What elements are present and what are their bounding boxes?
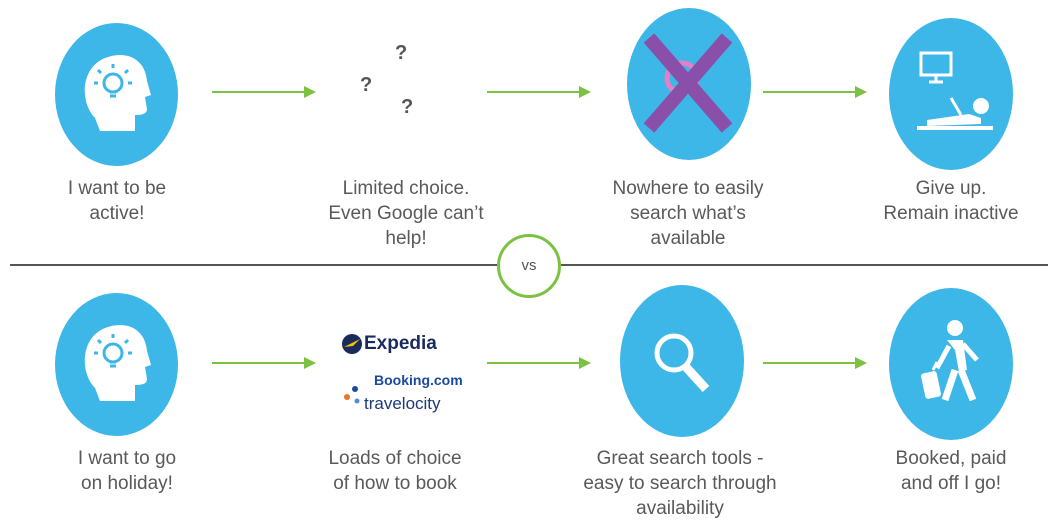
- top-arrow-1: [212, 86, 316, 98]
- bottom-arrow-2: [487, 357, 591, 369]
- top-step3-caption: Nowhere to easily search what’s availabl…: [612, 178, 764, 249]
- top-arrow-2: [487, 86, 591, 98]
- bottom-step3-caption: Great search tools - easy to search thro…: [583, 448, 777, 519]
- top-step1-oval: [55, 23, 178, 166]
- divider-line-left: [10, 264, 497, 266]
- search-icon: [654, 333, 710, 393]
- top-step2-caption: Limited choice. Even Google can’t help!: [328, 178, 484, 249]
- person-lying-watching-tv-icon: [917, 51, 993, 130]
- bottom-step1-caption: I want to go on holiday!: [77, 448, 177, 494]
- top-step4-oval: [889, 18, 1013, 170]
- bottom-step4-oval: [889, 288, 1013, 440]
- top-step4-caption: Give up. Remain inactive: [883, 178, 1019, 224]
- bottom-step2-caption: Loads of choice of how to book: [328, 448, 462, 494]
- bottom-step4-caption: Booked, paid and off I go!: [895, 448, 1007, 494]
- expedia-logo: Expedia: [364, 333, 437, 354]
- crossed-out-search-icon: [643, 33, 733, 133]
- top-step1-caption: I want to be active!: [67, 178, 167, 224]
- vs-badge: vs: [497, 234, 561, 298]
- travelocity-logo: travelocity: [364, 394, 441, 413]
- bottom-arrow-3: [763, 357, 867, 369]
- head-lightbulb-icon: [84, 54, 151, 131]
- top-arrow-3: [763, 86, 867, 98]
- travelocity-star-icon: [344, 386, 360, 404]
- head-lightbulb-icon: [84, 324, 151, 401]
- bottom-step3-oval: [620, 285, 744, 437]
- person-walking-with-luggage-icon: [921, 320, 979, 402]
- booking-logo: Booking.com: [374, 372, 463, 388]
- expedia-globe-icon: [342, 334, 362, 354]
- divider-line-right: [561, 264, 1048, 266]
- top-step3-oval: [627, 8, 751, 160]
- bottom-arrow-1: [212, 357, 316, 369]
- bottom-step1-oval: [55, 293, 178, 436]
